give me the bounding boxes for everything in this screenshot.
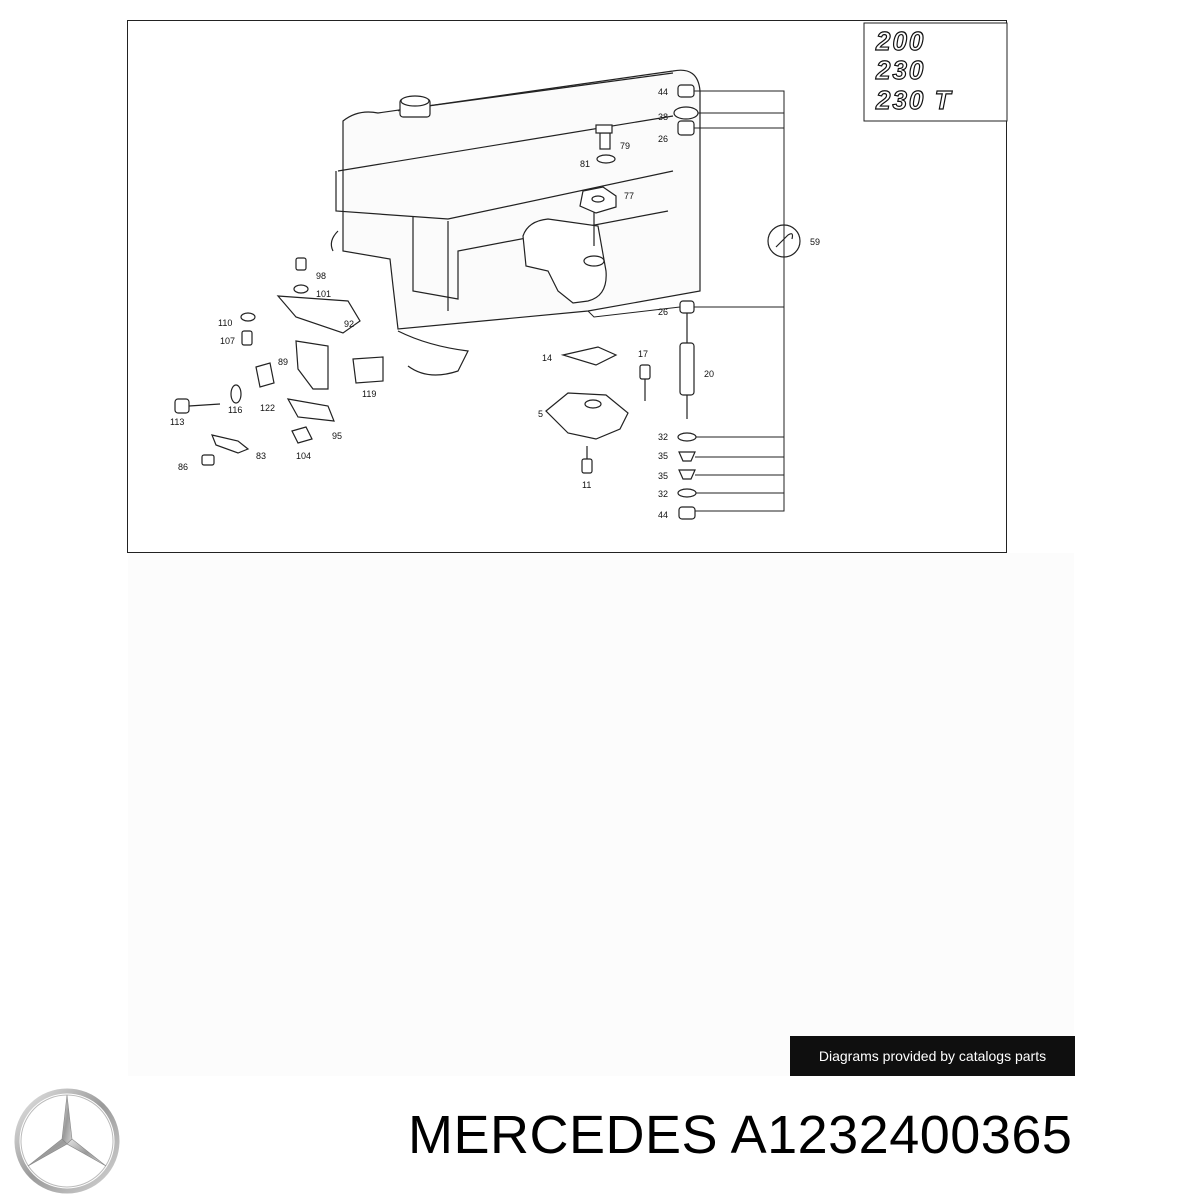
callout-113: 113 [170,417,184,427]
callout-26-mid: 26 [658,307,668,317]
model-badge-230: 230 [875,55,925,85]
callout-20: 20 [704,369,714,379]
callout-11: 11 [582,480,591,490]
callout-119: 119 [362,389,376,399]
callout-35-bottom: 35 [658,471,668,481]
parts-diagram: 200 230 230 T [127,20,1008,553]
callout-104: 104 [296,451,311,461]
lower-mount-parts [545,346,651,474]
callout-14: 14 [542,353,552,363]
callout-32-top: 32 [658,432,668,442]
model-badge-230t: 230 T [875,85,953,115]
callout-110: 110 [218,318,232,328]
callout-81: 81 [580,159,590,169]
callout-83: 83 [256,451,266,461]
diagram-drawing: 200 230 230 T [170,22,1008,520]
callout-59: 59 [810,237,820,247]
callout-44-bottom: 44 [658,510,668,520]
mount-stack-parts [673,84,801,520]
mercedes-star-icon [14,1088,120,1194]
callout-79: 79 [620,141,630,151]
callout-86: 86 [178,462,188,472]
callout-labels: 44 38 26 79 81 77 59 98 101 92 110 107 8… [170,87,820,520]
leader-lines [587,90,785,512]
engine-block [330,69,701,376]
callout-5: 5 [538,409,543,419]
callout-44-top: 44 [658,87,668,97]
engine-mount-bracket [522,124,617,304]
canvas-background [128,553,1074,1076]
part-title: MERCEDES A1232400365 [408,1105,1073,1165]
callout-98: 98 [316,271,326,281]
model-badge-200: 200 [875,26,925,56]
callout-38: 38 [658,112,668,122]
callout-122: 122 [260,403,275,413]
model-badge-box: 200 230 230 T [863,22,1008,122]
callout-89: 89 [278,357,288,367]
callout-95: 95 [332,431,342,441]
left-bracket-parts [174,257,384,466]
callout-35-top: 35 [658,451,668,461]
callout-32-bottom: 32 [658,489,668,499]
callout-77: 77 [624,191,634,201]
diagram-credit-text: Diagrams provided by catalogs parts [818,1048,1047,1064]
diagram-credit-badge: Diagrams provided by catalogs parts [790,1036,1075,1076]
callout-116: 116 [228,405,242,415]
callout-26-top: 26 [658,134,668,144]
callout-107: 107 [220,336,235,346]
callout-92: 92 [344,319,354,329]
callout-101: 101 [316,289,331,299]
callout-17: 17 [638,349,648,359]
